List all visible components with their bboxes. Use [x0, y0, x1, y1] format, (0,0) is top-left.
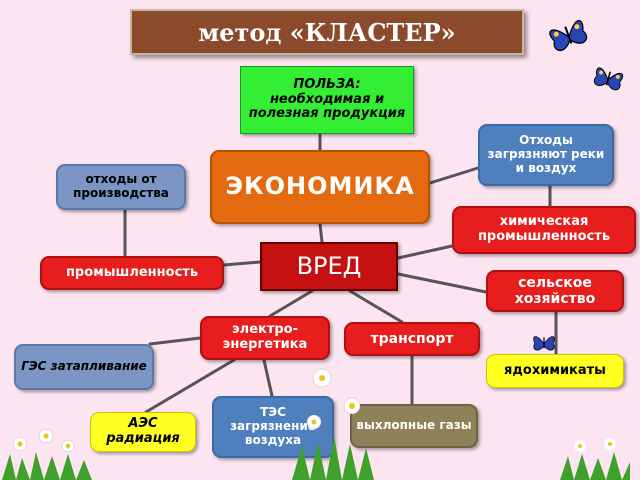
node-production-waste: отходы от производства: [56, 164, 186, 210]
node-hydro-flooding-label: ГЭС затапливание: [21, 359, 147, 374]
node-harm: ВРЕД: [260, 242, 398, 291]
node-chemical-industry-label: химическая промышленность: [477, 214, 611, 244]
link-economy-harm: [318, 222, 324, 244]
node-harm-label: ВРЕД: [296, 251, 362, 280]
page-title: метод «КЛАСТЕР»: [130, 9, 524, 55]
link-electric-nuclear: [144, 358, 236, 414]
node-economy: ЭКОНОМИКА: [210, 150, 430, 224]
node-production-waste-label: отходы от производства: [73, 172, 169, 200]
node-exhaust-gases-label: выхлопные газы: [356, 418, 472, 433]
node-agriculture: сельское хозяйство: [486, 270, 624, 312]
link-electric-hydro: [148, 336, 202, 346]
node-transport: транспорт: [344, 322, 480, 356]
node-benefit-label: ПОЛЬЗА: необходимая и полезная продукция: [248, 76, 406, 122]
link-harm-industry: [222, 260, 262, 267]
node-agriculture-label: сельское хозяйство: [514, 274, 596, 307]
node-nuclear-radiation: АЭС радиация: [90, 412, 196, 452]
node-transport-label: транспорт: [370, 330, 454, 347]
link-harm-transport: [348, 289, 404, 324]
node-nuclear-radiation-label: АЭС радиация: [106, 416, 180, 446]
link-harm-electric: [268, 289, 314, 318]
node-thermal-air-label: ТЭС загрязнение воздуха: [230, 405, 316, 447]
butterfly-icon: [549, 20, 588, 52]
link-economy-rivers: [428, 166, 480, 185]
node-chemical-industry: химическая промышленность: [452, 206, 636, 254]
flowers-center-icon: [292, 368, 374, 480]
node-industry-label: промышленность: [65, 264, 199, 280]
node-industry: промышленность: [40, 256, 224, 290]
node-rivers-waste: Отходы загрязняют реки и воздух: [478, 124, 614, 186]
node-benefit: ПОЛЬЗА: необходимая и полезная продукция: [240, 66, 414, 134]
node-exhaust-gases: выхлопные газы: [350, 404, 478, 448]
node-economy-label: ЭКОНОМИКА: [225, 172, 415, 201]
link-harm-chemical: [396, 244, 454, 260]
flowers-bottom-icon: [560, 438, 630, 480]
link-harm-agriculture: [396, 272, 488, 294]
node-electric-power: электро-энергетика: [200, 316, 330, 360]
flowers-left-icon: [2, 428, 92, 480]
node-hydro-flooding: ГЭС затапливание: [14, 344, 154, 390]
butterfly-icon: [593, 67, 624, 91]
link-electric-thermal: [262, 358, 274, 398]
node-pesticides: ядохимикаты: [486, 354, 624, 388]
node-electric-power-label: электро-энергетика: [222, 322, 308, 352]
butterfly-icon: [533, 336, 555, 351]
node-rivers-waste-label: Отходы загрязняют реки и воздух: [487, 133, 605, 175]
node-pesticides-label: ядохимикаты: [504, 362, 606, 378]
